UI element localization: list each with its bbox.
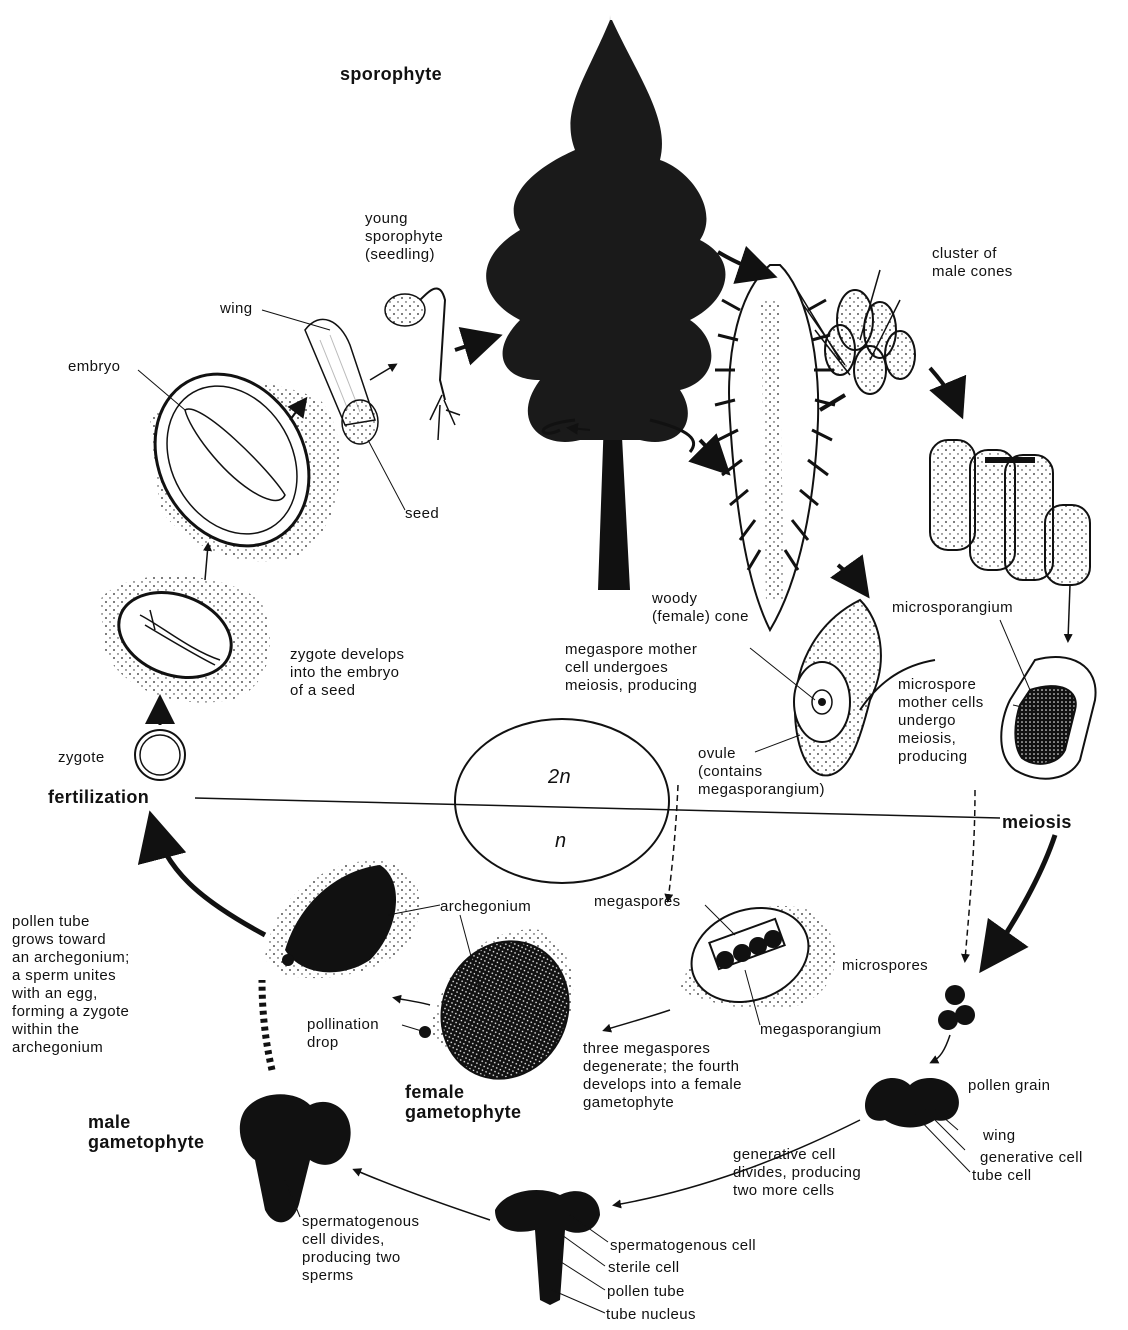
label-spermatogenous-divides: spermatogenous cell divides, producing t… — [302, 1213, 419, 1285]
pollen-grain-shape — [865, 1078, 959, 1127]
developing-embryo-ovule — [100, 576, 270, 703]
label-cluster-male-cones: cluster of male cones — [932, 245, 1013, 281]
label-megaspores: megaspores — [594, 893, 681, 911]
label-sporophyte: sporophyte — [340, 64, 442, 84]
ovule-with-archegonium-upper — [265, 860, 420, 978]
label-microsporangium: microsporangium — [892, 599, 1013, 617]
label-woody-cone: woody (female) cone — [652, 590, 749, 626]
label-microspore-mother: microspore mother cells undergo meiosis,… — [898, 676, 984, 766]
label-sterile-cell: sterile cell — [608, 1259, 680, 1277]
label-pollination-drop: pollination drop — [307, 1016, 379, 1052]
label-n: n — [555, 832, 567, 850]
label-zygote-develops: zygote develops into the embryo of a see… — [290, 646, 404, 700]
label-seed: seed — [405, 505, 439, 523]
label-ovule: ovule (contains megasporangium) — [698, 745, 825, 799]
pine-tree — [486, 15, 725, 590]
label-pollen-grain: pollen grain — [968, 1077, 1050, 1095]
label-male-gametophyte: male gametophyte — [88, 1112, 204, 1152]
male-gametophyte-shape — [240, 1094, 351, 1222]
seedling — [385, 288, 460, 440]
zygote-cell — [135, 730, 185, 780]
label-megaspore-mother: megaspore mother cell undergoes meiosis,… — [565, 641, 697, 695]
label-pollen-tube: pollen tube — [607, 1283, 685, 1301]
germinating-pollen — [495, 1190, 600, 1305]
label-wing-bottom: wing — [983, 1127, 1015, 1145]
label-meiosis: meiosis — [1002, 812, 1072, 832]
label-2n: 2n — [548, 768, 571, 786]
label-fertilization: fertilization — [48, 787, 149, 807]
label-young-sporophyte: young sporophyte (seedling) — [365, 210, 443, 264]
microsporophylls — [930, 440, 1090, 585]
woody-female-cone — [715, 265, 835, 630]
label-female-gametophyte: female gametophyte — [405, 1082, 521, 1122]
label-three-megaspores: three megaspores degenerate; the fourth … — [583, 1040, 742, 1112]
microsporangium-detail — [1001, 657, 1095, 779]
label-tube-nucleus: tube nucleus — [606, 1306, 696, 1324]
label-microspores: microspores — [842, 957, 928, 975]
label-embryo: embryo — [68, 358, 120, 376]
label-generative-cell: generative cell — [980, 1149, 1083, 1167]
microspores-cluster — [938, 985, 975, 1030]
label-wing-top: wing — [220, 300, 252, 318]
seed-with-embryo — [125, 346, 341, 574]
label-spermatogenous-cell: spermatogenous cell — [610, 1237, 756, 1255]
label-archegonium: archegonium — [440, 898, 531, 916]
label-generative-divides: generative cell divides, producing two m… — [733, 1146, 861, 1200]
label-pollen-tube-grows: pollen tube grows toward an archegonium;… — [12, 913, 130, 1057]
label-megasporangium: megasporangium — [760, 1021, 882, 1039]
megaspores-ovule — [678, 892, 835, 1018]
label-tube-cell: tube cell — [972, 1167, 1031, 1185]
label-zygote: zygote — [58, 749, 105, 767]
ovule-with-archegonium-lower — [419, 920, 591, 1099]
ploidy-divider — [195, 719, 1000, 883]
